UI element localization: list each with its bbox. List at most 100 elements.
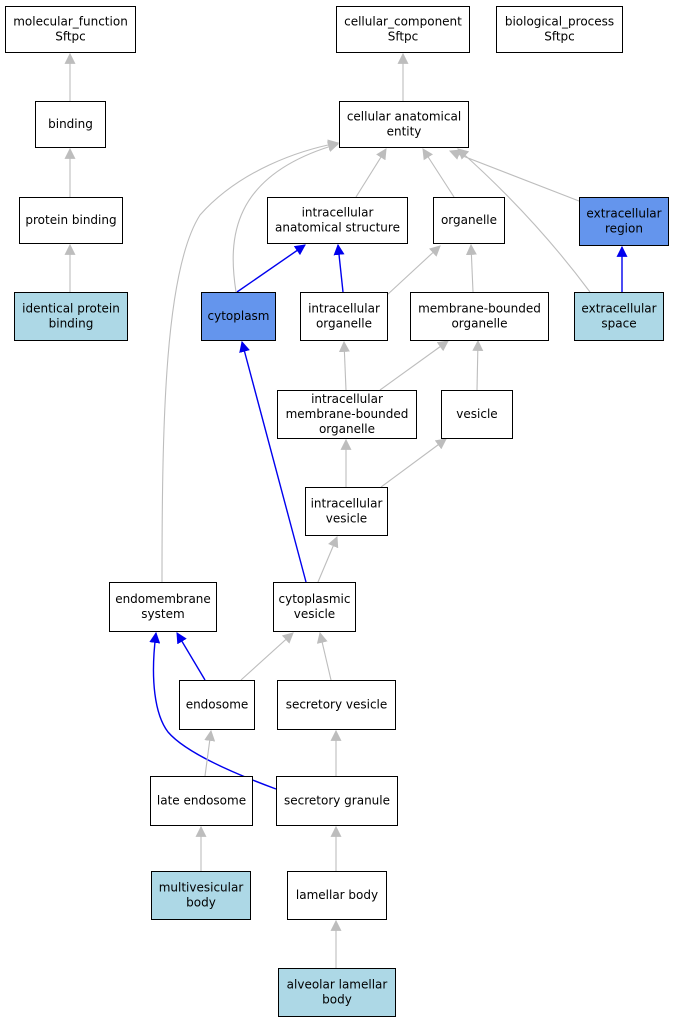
node-box [287,871,387,920]
node-endosome[interactable]: endosome [179,680,255,730]
node-label: entity [387,125,422,139]
node-box [276,776,398,826]
is-a-edge [472,339,484,391]
node-protein-binding[interactable]: protein binding [19,197,123,244]
node-vesicle[interactable]: vesicle [441,390,513,439]
is-a-edge [240,632,294,681]
is-a-edge [204,729,216,777]
node-label: lamellar body [296,888,378,902]
is-a-edge [380,438,447,488]
node-box [151,871,251,920]
is-a-edge [232,141,340,293]
node-label: body [186,896,216,910]
node-label: intracellular [311,392,383,406]
is-a-edge [457,148,591,293]
node-label: binding [48,117,93,131]
node-label: region [605,222,643,236]
node-label: endosome [186,698,249,712]
node-lamellar-body[interactable]: lamellar body [287,871,387,920]
node-box [339,101,469,148]
node-box [19,197,123,244]
is-a-edge [316,631,332,681]
node-late-endosome[interactable]: late endosome [150,776,253,826]
is-a-edge [161,139,340,583]
node-box [410,292,549,341]
node-binding[interactable]: binding [35,101,106,148]
node-box [5,6,136,53]
node-label: biological_process [505,15,614,29]
part-of-edge [239,340,307,583]
node-label: late endosome [157,794,246,808]
node-label: space [601,317,636,331]
node-label: binding [49,317,94,331]
node-cytoplasm[interactable]: cytoplasm [201,292,276,341]
node-label: molecular_function [13,15,128,29]
part-of-edge [333,243,345,293]
node-box [179,680,255,730]
node-label: secretory granule [284,794,390,808]
node-box [277,390,417,439]
node-box [35,101,106,148]
node-box [150,776,253,826]
is-a-edge [379,340,449,391]
node-label: multivesicular [159,881,244,895]
node-box [267,197,408,244]
node-label: anatomical structure [275,221,400,235]
node-label: organelle [316,317,372,331]
is-a-edge [465,243,477,293]
node-label: intracellular [302,206,374,220]
node-label: Sftpc [388,30,419,44]
node-label: intracellular [311,497,383,511]
node-label: alveolar lamellar [287,978,388,992]
node-label: cellular anatomical [347,110,461,124]
node-label: system [141,607,184,621]
node-box [300,292,388,341]
node-box [273,582,356,632]
part-of-edge [236,244,306,293]
is-a-edge [448,149,580,202]
node-label: secretory vesicle [286,698,388,712]
node-label: membrane-bounded [286,407,409,421]
node-label: cytoplasm [208,309,270,323]
node-label: intracellular [308,302,380,316]
node-secretory-vesicle[interactable]: secretory vesicle [277,680,396,730]
node-box [278,968,396,1017]
node-label: organelle [319,422,375,436]
node-box [433,197,505,244]
node-box [336,6,470,53]
is-a-edge [355,148,387,198]
node-label: protein binding [25,213,116,227]
node-label: cellular_component [344,15,462,29]
node-box [109,582,217,632]
node-label: Sftpc [55,30,86,44]
node-box [574,292,664,341]
node-label: identical protein [22,302,120,316]
node-label: vesicle [294,607,335,621]
node-secretory-granule[interactable]: secretory granule [276,776,398,826]
node-label: vesicle [456,407,497,421]
node-organelle[interactable]: organelle [433,197,505,244]
is-a-edge [386,245,441,296]
node-box [14,292,128,341]
node-label: endomembrane [115,592,211,606]
node-box [201,292,276,341]
node-label: body [322,993,352,1007]
node-label: organelle [451,317,507,331]
